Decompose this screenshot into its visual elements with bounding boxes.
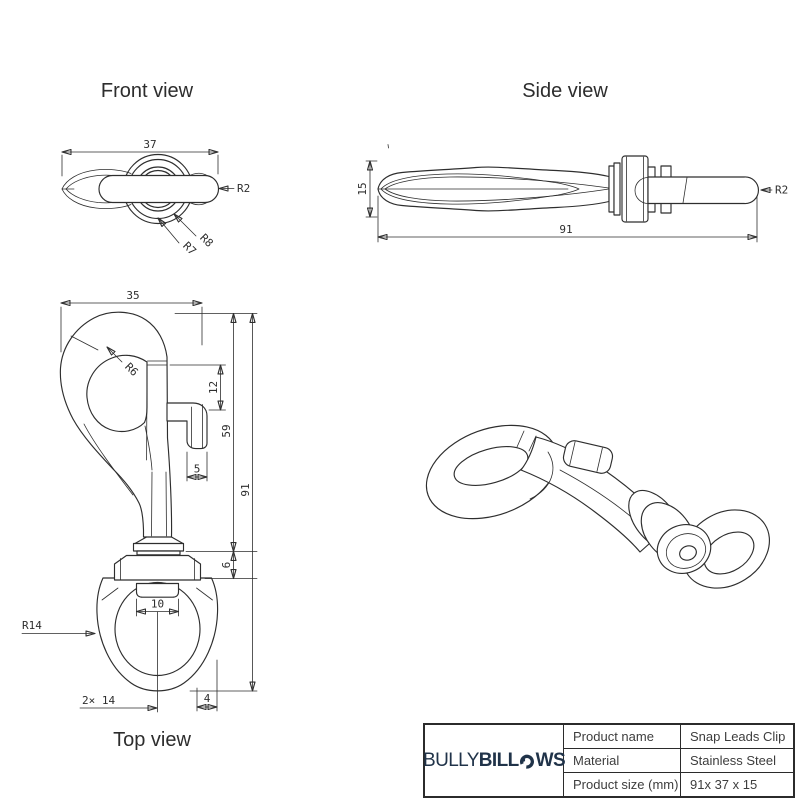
side-view-title: Side view (522, 80, 608, 102)
side-view-drawing: 15 91 R2 (356, 144, 788, 243)
dim-label-top-2x14: 2× 14 (82, 694, 115, 707)
table-row: Product name Snap Leads Clip (564, 725, 793, 749)
side-view-geometry (377, 144, 759, 223)
front-view-dimensions: 37 R2 R8 R7 (62, 138, 250, 258)
brand-logo-part3: WS (535, 749, 566, 771)
dim-label-top-12: 12 (207, 381, 220, 394)
product-name-label: Product name (564, 725, 681, 748)
brand-logo-part2: BILL (478, 749, 519, 771)
product-name-value: Snap Leads Clip (690, 729, 786, 744)
side-view-dimensions: 15 91 R2 (356, 161, 788, 243)
dim-label-side-length: 91 (559, 223, 572, 236)
dim-label-top-width: 35 (126, 289, 139, 302)
top-view-drawing: 35 R6 12 59 91 5 6 (21, 289, 258, 713)
dim-label-front-r7: R7 (180, 239, 199, 258)
dim-label-side-height: 15 (356, 182, 369, 195)
dim-label-side-r2: R2 (775, 184, 788, 197)
material-label: Material (564, 749, 681, 772)
material-value: Stainless Steel (690, 753, 776, 768)
dim-label-top-6: 6 (220, 562, 233, 569)
brand-logo-o-icon (520, 754, 535, 769)
dim-label-top-59: 59 (220, 424, 233, 437)
dim-label-top-4: 4 (204, 692, 211, 705)
product-size-value: 91x 37 x 15 (690, 777, 758, 792)
product-size-label: Product size (mm) (564, 773, 681, 796)
title-block-table: Product name Snap Leads Clip Material St… (564, 725, 793, 796)
table-row: Product size (mm) 91x 37 x 15 (564, 773, 793, 796)
front-view-title: Front view (100, 80, 194, 102)
dim-label-top-91: 91 (239, 483, 252, 496)
dim-label-top-5: 5 (194, 463, 201, 476)
top-view-title: Top view (113, 729, 191, 751)
dim-label-top-10: 10 (151, 598, 164, 611)
front-view-drawing: 37 R2 R8 R7 (45, 138, 250, 258)
brand-logo-part1: BULLY (423, 749, 479, 771)
dim-label-front-r8: R8 (197, 231, 216, 250)
isometric-geometry (425, 424, 771, 589)
dim-label-front-width: 37 (143, 138, 156, 151)
table-row: Material Stainless Steel (564, 749, 793, 773)
top-view-geometry (59, 311, 219, 713)
front-view-geometry (61, 153, 220, 225)
dim-label-top-r14: R14 (22, 619, 42, 632)
stray-mark (387, 144, 389, 149)
dim-label-front-r2: R2 (237, 182, 250, 195)
isometric-view-drawing (425, 424, 771, 589)
